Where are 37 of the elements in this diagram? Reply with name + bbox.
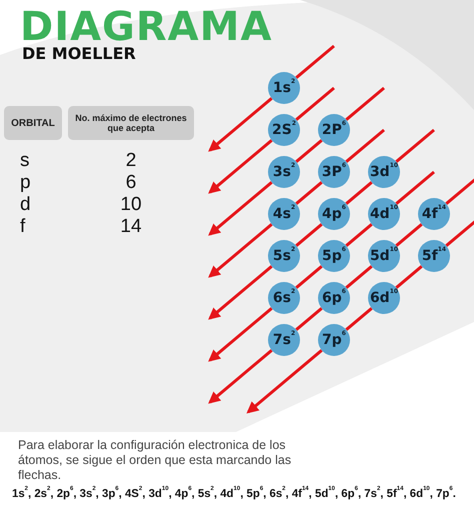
line <box>345 265 373 289</box>
table-cell-text: 10 <box>119 194 143 216</box>
line <box>395 265 423 289</box>
arrow <box>208 97 273 152</box>
table-cell-text: 6 <box>124 172 138 194</box>
line <box>395 128 435 163</box>
line <box>345 86 385 121</box>
arrow <box>208 139 273 194</box>
line <box>345 307 373 331</box>
table-cell-text: 2 <box>124 150 138 172</box>
description-text: Para elaborar la configuración electronica de los átomos, se sigue el orden que esta marcando las flechas. <box>18 438 292 483</box>
configuration-sequence: 1s$^{2}$, 2s$^{2}$, 2p$^{6}$, 3s$^{2}$, 3p$^{6}$, 4S$^{2}$, 3d$^{10}$, 4p$^{6}$, 5s$^{2}$, 4d$^{10}$, 5p$^{6}$, 6s$^{2}$, 4f$^{14}$, 5d$^{10}$, 6p$^{6}$, 7s$^{2}$, 5f$^{14}$, 6d$^{10}$, 7p$^{6}$. <box>12 488 456 500</box>
table-cell: d <box>20 194 31 216</box>
table-cell: f <box>20 216 26 238</box>
arrow <box>208 265 273 320</box>
line <box>345 181 373 205</box>
arrow <box>208 181 273 236</box>
line <box>295 44 335 79</box>
table-header-cell: No. máximo de electrones que acepta <box>68 106 194 140</box>
table-cell-text: 14 <box>119 216 143 238</box>
line <box>295 307 323 331</box>
line <box>295 265 323 289</box>
line <box>295 181 323 205</box>
line <box>345 128 385 163</box>
table-cell: p <box>20 172 31 194</box>
arrow <box>208 223 273 278</box>
arrow <box>208 307 273 362</box>
line <box>345 223 373 247</box>
line <box>395 170 435 205</box>
arrow <box>208 349 273 404</box>
table-header-cell: ORBITAL <box>4 106 62 140</box>
line <box>295 86 335 121</box>
arrow <box>246 349 323 414</box>
line <box>395 223 423 247</box>
table-cell: s <box>20 150 30 172</box>
line <box>295 139 323 163</box>
line <box>295 223 323 247</box>
